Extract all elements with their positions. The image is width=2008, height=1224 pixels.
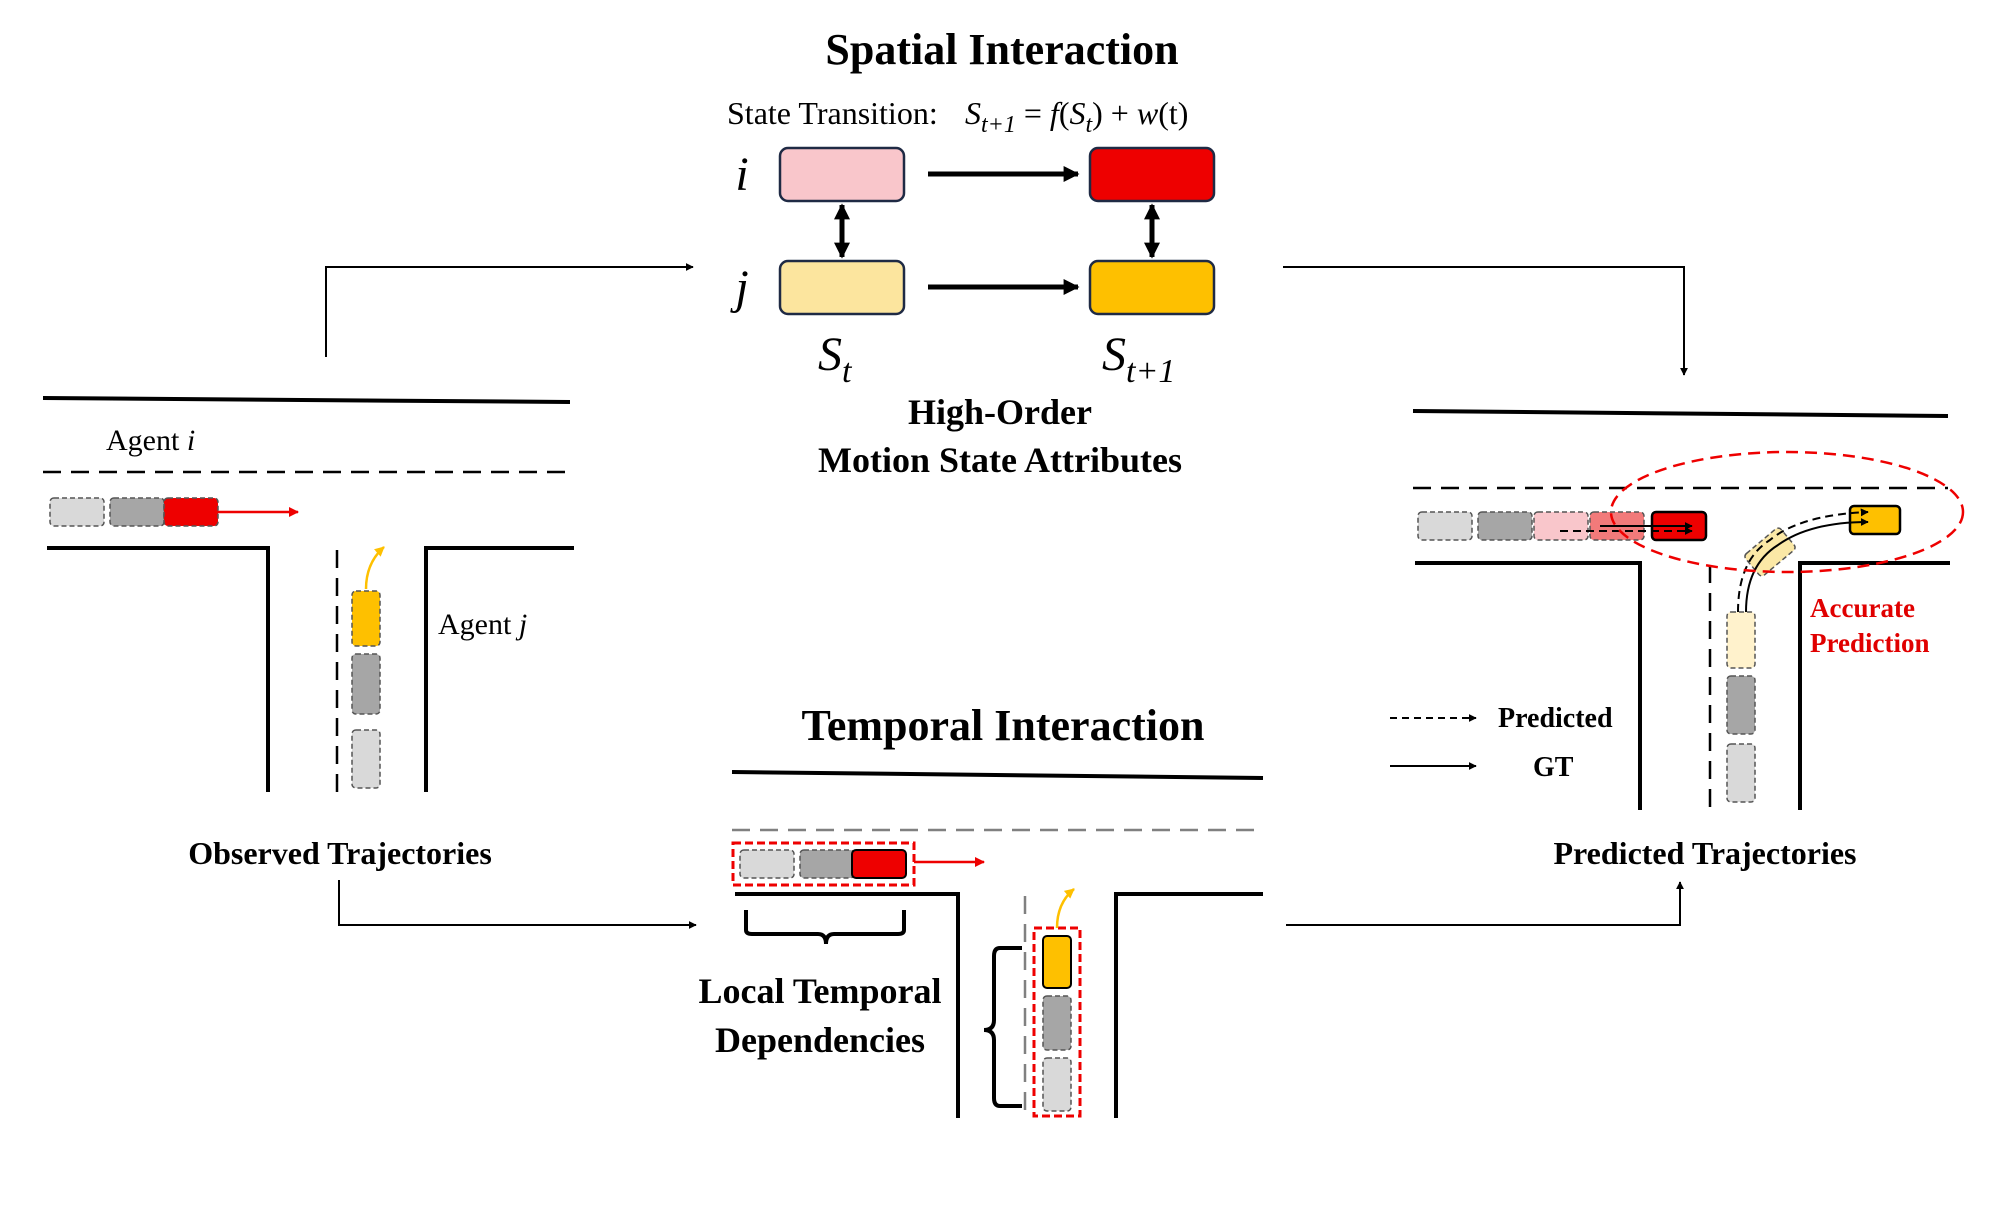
agent-j-past-2: [351, 729, 381, 789]
legend-predicted-label: Predicted: [1498, 703, 1613, 734]
col-label-st1: St+1: [1102, 328, 1175, 390]
agent-i-past-1: [109, 497, 165, 527]
temporal-road-edge-right-corner: [1114, 892, 1263, 1118]
agent-j-heading-arrow: [364, 546, 385, 590]
pred-agent-j-past-2: [1726, 743, 1756, 803]
temporal-caption-line1: Local Temporal: [698, 971, 941, 1011]
state-transition-label: State Transition:: [727, 95, 938, 131]
spatial-caption-line1: High-Order: [908, 392, 1092, 432]
temporal-agent-i-current: [851, 849, 907, 879]
accurate-prediction-ellipse: [1609, 450, 1965, 574]
temporal-agent-j-past-1: [1042, 995, 1072, 1051]
row-label-i: i: [735, 148, 748, 201]
pred-agent-j-current: [1726, 611, 1756, 669]
predicted-panel: Accurate Prediction Predicted GT Predict…: [1390, 409, 1965, 871]
state-box-j-t1: [1088, 259, 1216, 316]
spatial-caption-line2: Motion State Attributes: [818, 440, 1182, 480]
connector-observed-to-spatial: [325, 263, 694, 357]
connector-temporal-to-predicted: [1286, 881, 1684, 926]
temporal-agent-i-past-2: [739, 849, 795, 879]
state-transition-equation: St+1 = f(St) + w(t): [965, 95, 1188, 138]
horizontal-dependency-box: [731, 841, 916, 887]
state-box-i-t1: [1088, 146, 1216, 203]
accurate-prediction-line1: Accurate: [1810, 593, 1915, 623]
temporal-agent-j-current: [1042, 935, 1072, 989]
pred-agent-j-past-1: [1726, 675, 1756, 735]
flow-connectors: [325, 263, 1688, 929]
connector-spatial-to-predicted: [1283, 266, 1688, 376]
temporal-road-edge-left-corner: [735, 892, 960, 1118]
observed-caption: Observed Trajectories: [188, 835, 492, 871]
temporal-agent-i-past-1: [799, 849, 855, 879]
agent-i-past-2: [49, 497, 105, 527]
temporal-agent-j-past-2: [1042, 1057, 1072, 1112]
temporal-title: Temporal Interaction: [802, 701, 1205, 750]
connector-observed-to-temporal: [338, 880, 697, 929]
state-box-i-t: [778, 146, 906, 203]
pred-agent-i-current: [1533, 511, 1589, 541]
pred-agent-i-past-2: [1417, 511, 1473, 541]
temporal-caption-line2: Dependencies: [715, 1020, 925, 1060]
road-edge-top: [42, 396, 571, 404]
spatial-interaction-panel: Spatial Interaction State Transition: St…: [727, 25, 1216, 480]
state-box-j-t: [778, 259, 906, 316]
pred-agent-j-predicted-arrow: [1737, 508, 1869, 613]
agent-j-label: Agent j: [438, 608, 527, 641]
predicted-caption: Predicted Trajectories: [1554, 835, 1857, 871]
temporal-road-edge-top: [731, 770, 1264, 780]
pred-agent-i-past-1: [1477, 511, 1533, 541]
spatial-title: Spatial Interaction: [825, 25, 1178, 74]
horizontal-brace: [744, 910, 906, 945]
pred-road-edge-right-corner: [1798, 561, 1950, 810]
road-edge-left-corner: [47, 546, 270, 792]
agent-j-past-1: [351, 653, 381, 715]
temporal-interaction-panel: Temporal Interaction Local Temporal Depe…: [698, 701, 1264, 1118]
pred-road-edge-left-corner: [1415, 561, 1642, 810]
temporal-agent-j-arrow: [1055, 888, 1075, 929]
vertical-dependency-box: [1032, 926, 1082, 1118]
observed-panel: Agent i Agent j Observed Trajectories: [42, 396, 574, 871]
pred-agent-j-gt-arrow: [1745, 518, 1869, 613]
pred-agent-j-future: [1848, 504, 1902, 536]
row-label-j: j: [729, 261, 748, 314]
agent-i-label: Agent i: [106, 424, 195, 457]
col-label-st: St: [818, 328, 853, 390]
road-edge-right-corner: [424, 546, 574, 792]
agent-i-current: [163, 497, 219, 527]
legend-gt-label: GT: [1533, 752, 1574, 783]
pred-road-edge-top: [1412, 409, 1949, 418]
vertical-brace: [983, 946, 1022, 1108]
accurate-prediction-line2: Prediction: [1810, 628, 1929, 658]
agent-j-current: [351, 590, 381, 647]
